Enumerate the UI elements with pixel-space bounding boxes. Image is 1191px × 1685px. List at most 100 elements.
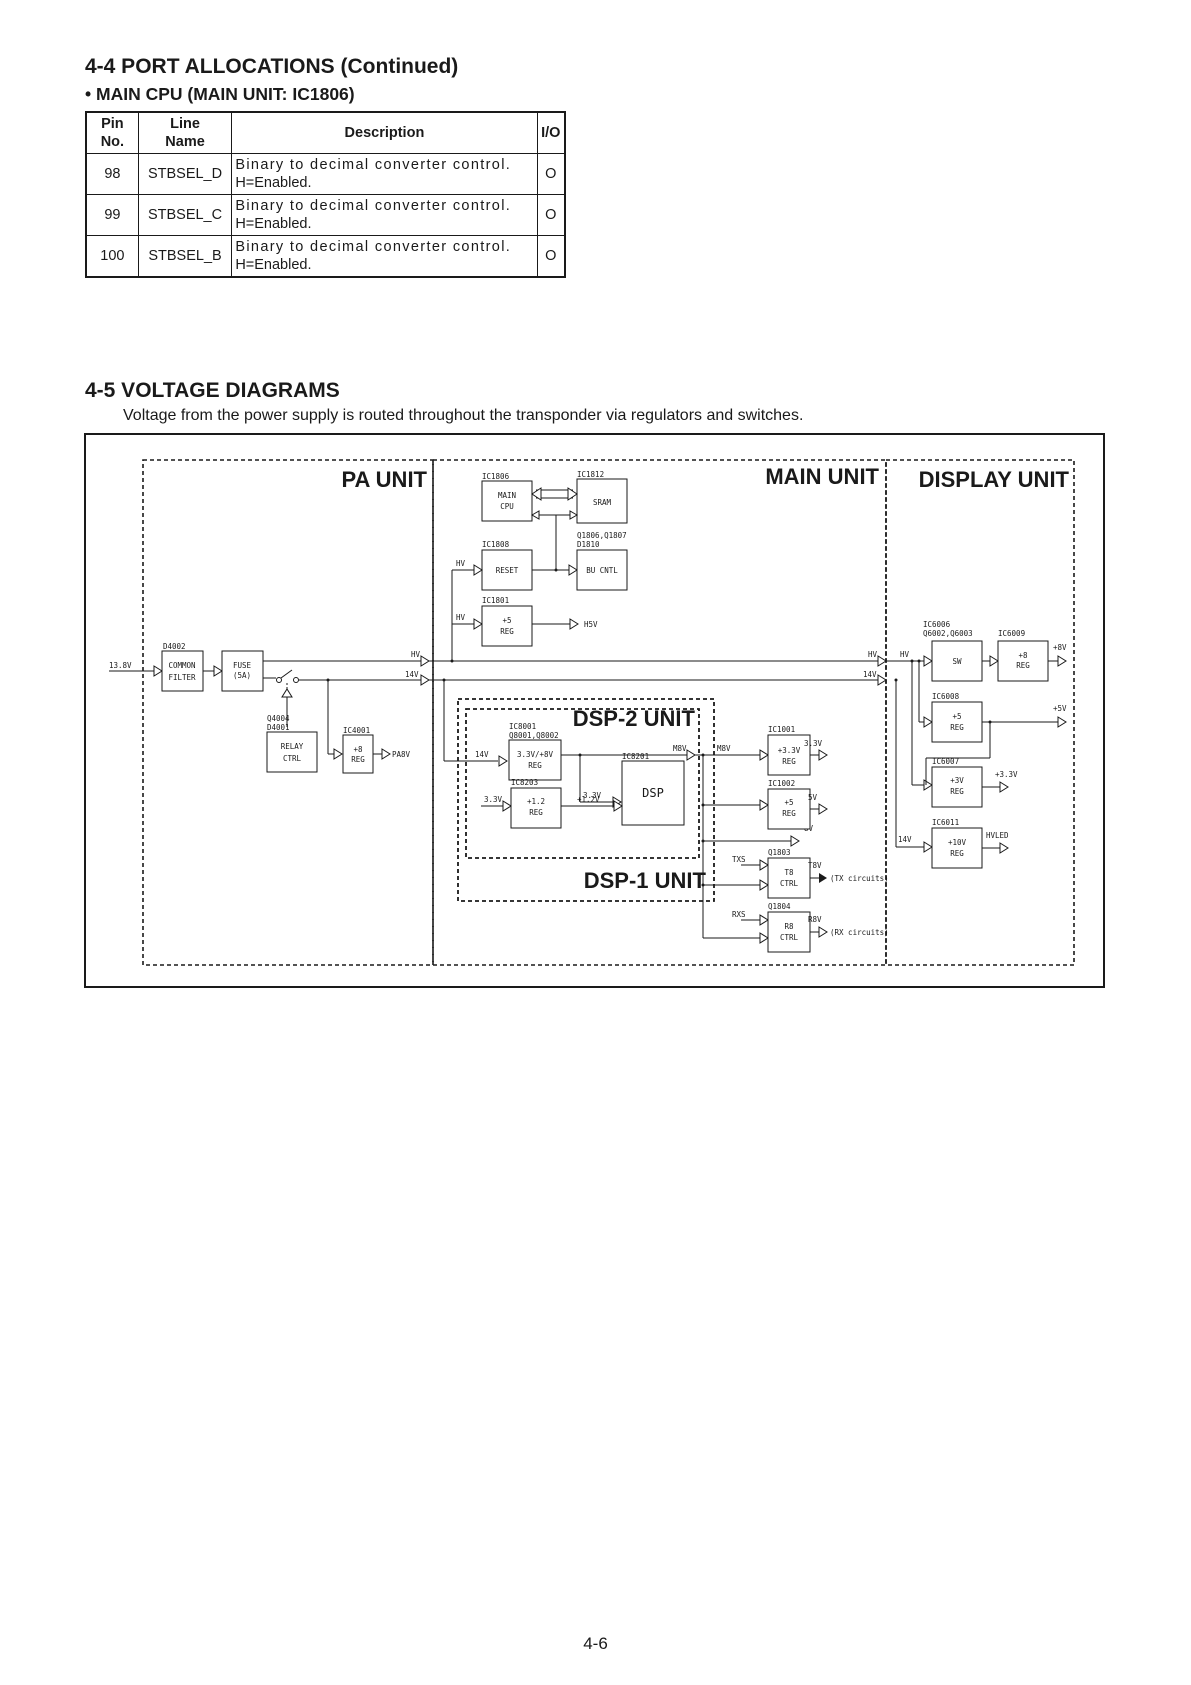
ic6009-id: IC6009	[998, 629, 1025, 638]
ic6006-id: IC6006	[923, 620, 951, 629]
relay-ctrl-block	[266, 731, 318, 773]
reg-8001-label-1: 3.3V/+8V	[517, 750, 554, 759]
line-name-cell: STBSEL_C	[137, 194, 233, 236]
reg8-4001-block	[342, 734, 374, 774]
reg12-8203-label-2: REG	[529, 808, 543, 817]
fuse-label-1: FUSE	[233, 661, 252, 670]
r8-ctrl-label-1: R8	[784, 922, 794, 931]
net-label-h5v: H5V	[584, 620, 598, 629]
net-label-hv-ic1801: HV	[456, 613, 466, 622]
reg5-6008-label-2: REG	[950, 723, 964, 732]
net-label-pa8v: PA8V	[392, 750, 411, 759]
reg3-6007-label-1: +3V	[950, 776, 964, 785]
header-description: Description	[231, 111, 538, 154]
reg5-1801-label-2: REG	[500, 627, 514, 636]
reg12-8203-label-1: +1.2	[527, 797, 545, 806]
net-label-14v-display: 14V	[898, 835, 912, 844]
fuse-label-2: (5A)	[233, 671, 251, 680]
net-label-1-2v: +1.2V	[577, 795, 600, 804]
pin-cell: 98	[85, 153, 139, 195]
net-label-14v-pa: 14V	[405, 670, 419, 679]
net-label-plus-3-3v: +3.3V	[995, 770, 1018, 779]
net-label-hv-pa: HV	[411, 650, 421, 659]
ic8001-id: IC8001	[509, 722, 536, 731]
d4002-id: D4002	[163, 642, 186, 651]
reg33-1001-block	[767, 734, 811, 776]
io-cell: O	[536, 194, 566, 236]
reg8-6009-label-2: REG	[1016, 661, 1030, 670]
pa-unit-boundary	[142, 459, 434, 966]
reg3-6007-label-2: REG	[950, 787, 964, 796]
net-label-plus-8v: +8V	[1053, 643, 1067, 652]
net-label-3-3v-dsp: 3.3V	[583, 791, 602, 800]
dsp1-unit-boundary	[457, 698, 715, 902]
sw-label: SW	[952, 657, 962, 666]
description-cell: Binary to decimal converter control.H=En…	[231, 235, 538, 278]
ic1001-id: IC1001	[768, 725, 795, 734]
reg12-8203-block	[510, 787, 562, 829]
ic1812-id: IC1812	[577, 470, 604, 479]
description-cell: Binary to decimal converter control.H=En…	[231, 194, 538, 236]
net-label-r8v: R8V	[808, 915, 822, 924]
main-cpu-label-1: MAIN	[498, 491, 516, 500]
q1804-id: Q1804	[768, 902, 791, 911]
net-label-3-3v-out: 3.3V	[804, 739, 823, 748]
relay-ctrl-label-2: CTRL	[283, 754, 302, 763]
common-filter-label-2: FILTER	[168, 673, 196, 682]
pin-cell: 99	[85, 194, 139, 236]
voltage-diagram: .bx { fill: #ffffff; stroke: #1a1a1a; st…	[84, 433, 1105, 988]
reg10-6011-label-2: REG	[950, 849, 964, 858]
bu-cntl-label: BU CNTL	[586, 566, 618, 575]
ic6008-id: IC6008	[932, 692, 960, 701]
reg5-1002-label-2: REG	[782, 809, 796, 818]
ic1801-id: IC1801	[482, 596, 509, 605]
net-label-t8v: T8V	[808, 861, 822, 870]
q6002-id: Q6002,Q6003	[923, 629, 973, 638]
net-label-txs: TXS	[732, 855, 746, 864]
t8-ctrl-label-2: CTRL	[780, 879, 799, 888]
net-label-hvled: HVLED	[986, 831, 1009, 840]
reg8-4001-label-2: REG	[351, 755, 365, 764]
q4004-id: Q4004	[267, 714, 290, 723]
relay-switch-contact	[280, 669, 293, 679]
common-filter-label-1: COMMON	[168, 661, 195, 670]
net-label-hv-main: HV	[868, 650, 878, 659]
table-row: 100 STBSEL_B Binary to decimal converter…	[85, 235, 566, 278]
io-cell: O	[536, 235, 566, 278]
page-number: 4-6	[583, 1634, 608, 1653]
dsp2-unit-boundary	[465, 708, 700, 859]
description-cell: Binary to decimal converter control.H=En…	[231, 153, 538, 195]
d1810-id: D1810	[577, 540, 600, 549]
header-io: I/O	[536, 111, 566, 154]
reg-8001-label-2: REG	[528, 761, 542, 770]
net-label-hv-reset: HV	[456, 559, 466, 568]
r8-ctrl-block	[767, 911, 811, 953]
d4001-id: D4001	[267, 723, 290, 732]
ic8203-id: IC8203	[511, 778, 538, 787]
bu-cntl-block	[576, 549, 628, 591]
net-label-m8v-main: M8V	[717, 744, 731, 753]
reg5-1801-label-1: +5	[502, 616, 511, 625]
main-cpu-subtitle: • MAIN CPU (MAIN UNIT: IC1806)	[85, 84, 355, 104]
line-name-cell: STBSEL_D	[137, 153, 233, 195]
main-unit-boundary	[432, 459, 887, 966]
reg5-6008-label-1: +5	[952, 712, 961, 721]
voltage-intro-text: Voltage from the power supply is routed …	[123, 407, 804, 424]
reg3-6007-block	[931, 766, 983, 808]
main-unit-label: MAIN UNIT	[765, 464, 879, 489]
reg10-6011-block	[931, 827, 983, 869]
q1803-id: Q1803	[768, 848, 791, 857]
reg-8001-block	[508, 739, 562, 781]
net-label-14v-main: 14V	[863, 670, 877, 679]
table-row: 99 STBSEL_C Binary to decimal converter …	[85, 194, 566, 236]
table-row: 98 STBSEL_D Binary to decimal converter …	[85, 153, 566, 195]
net-label-3-3v-in: 3.3V	[484, 795, 503, 804]
net-label-plus-5v: +5V	[1053, 704, 1067, 713]
ic6007-id: IC6007	[932, 757, 959, 766]
port-allocations-title: 4-4 PORT ALLOCATIONS (Continued)	[85, 55, 459, 78]
reset-label: RESET	[496, 566, 519, 575]
ic1002-id: IC1002	[768, 779, 795, 788]
ic4001-id: IC4001	[343, 726, 370, 735]
